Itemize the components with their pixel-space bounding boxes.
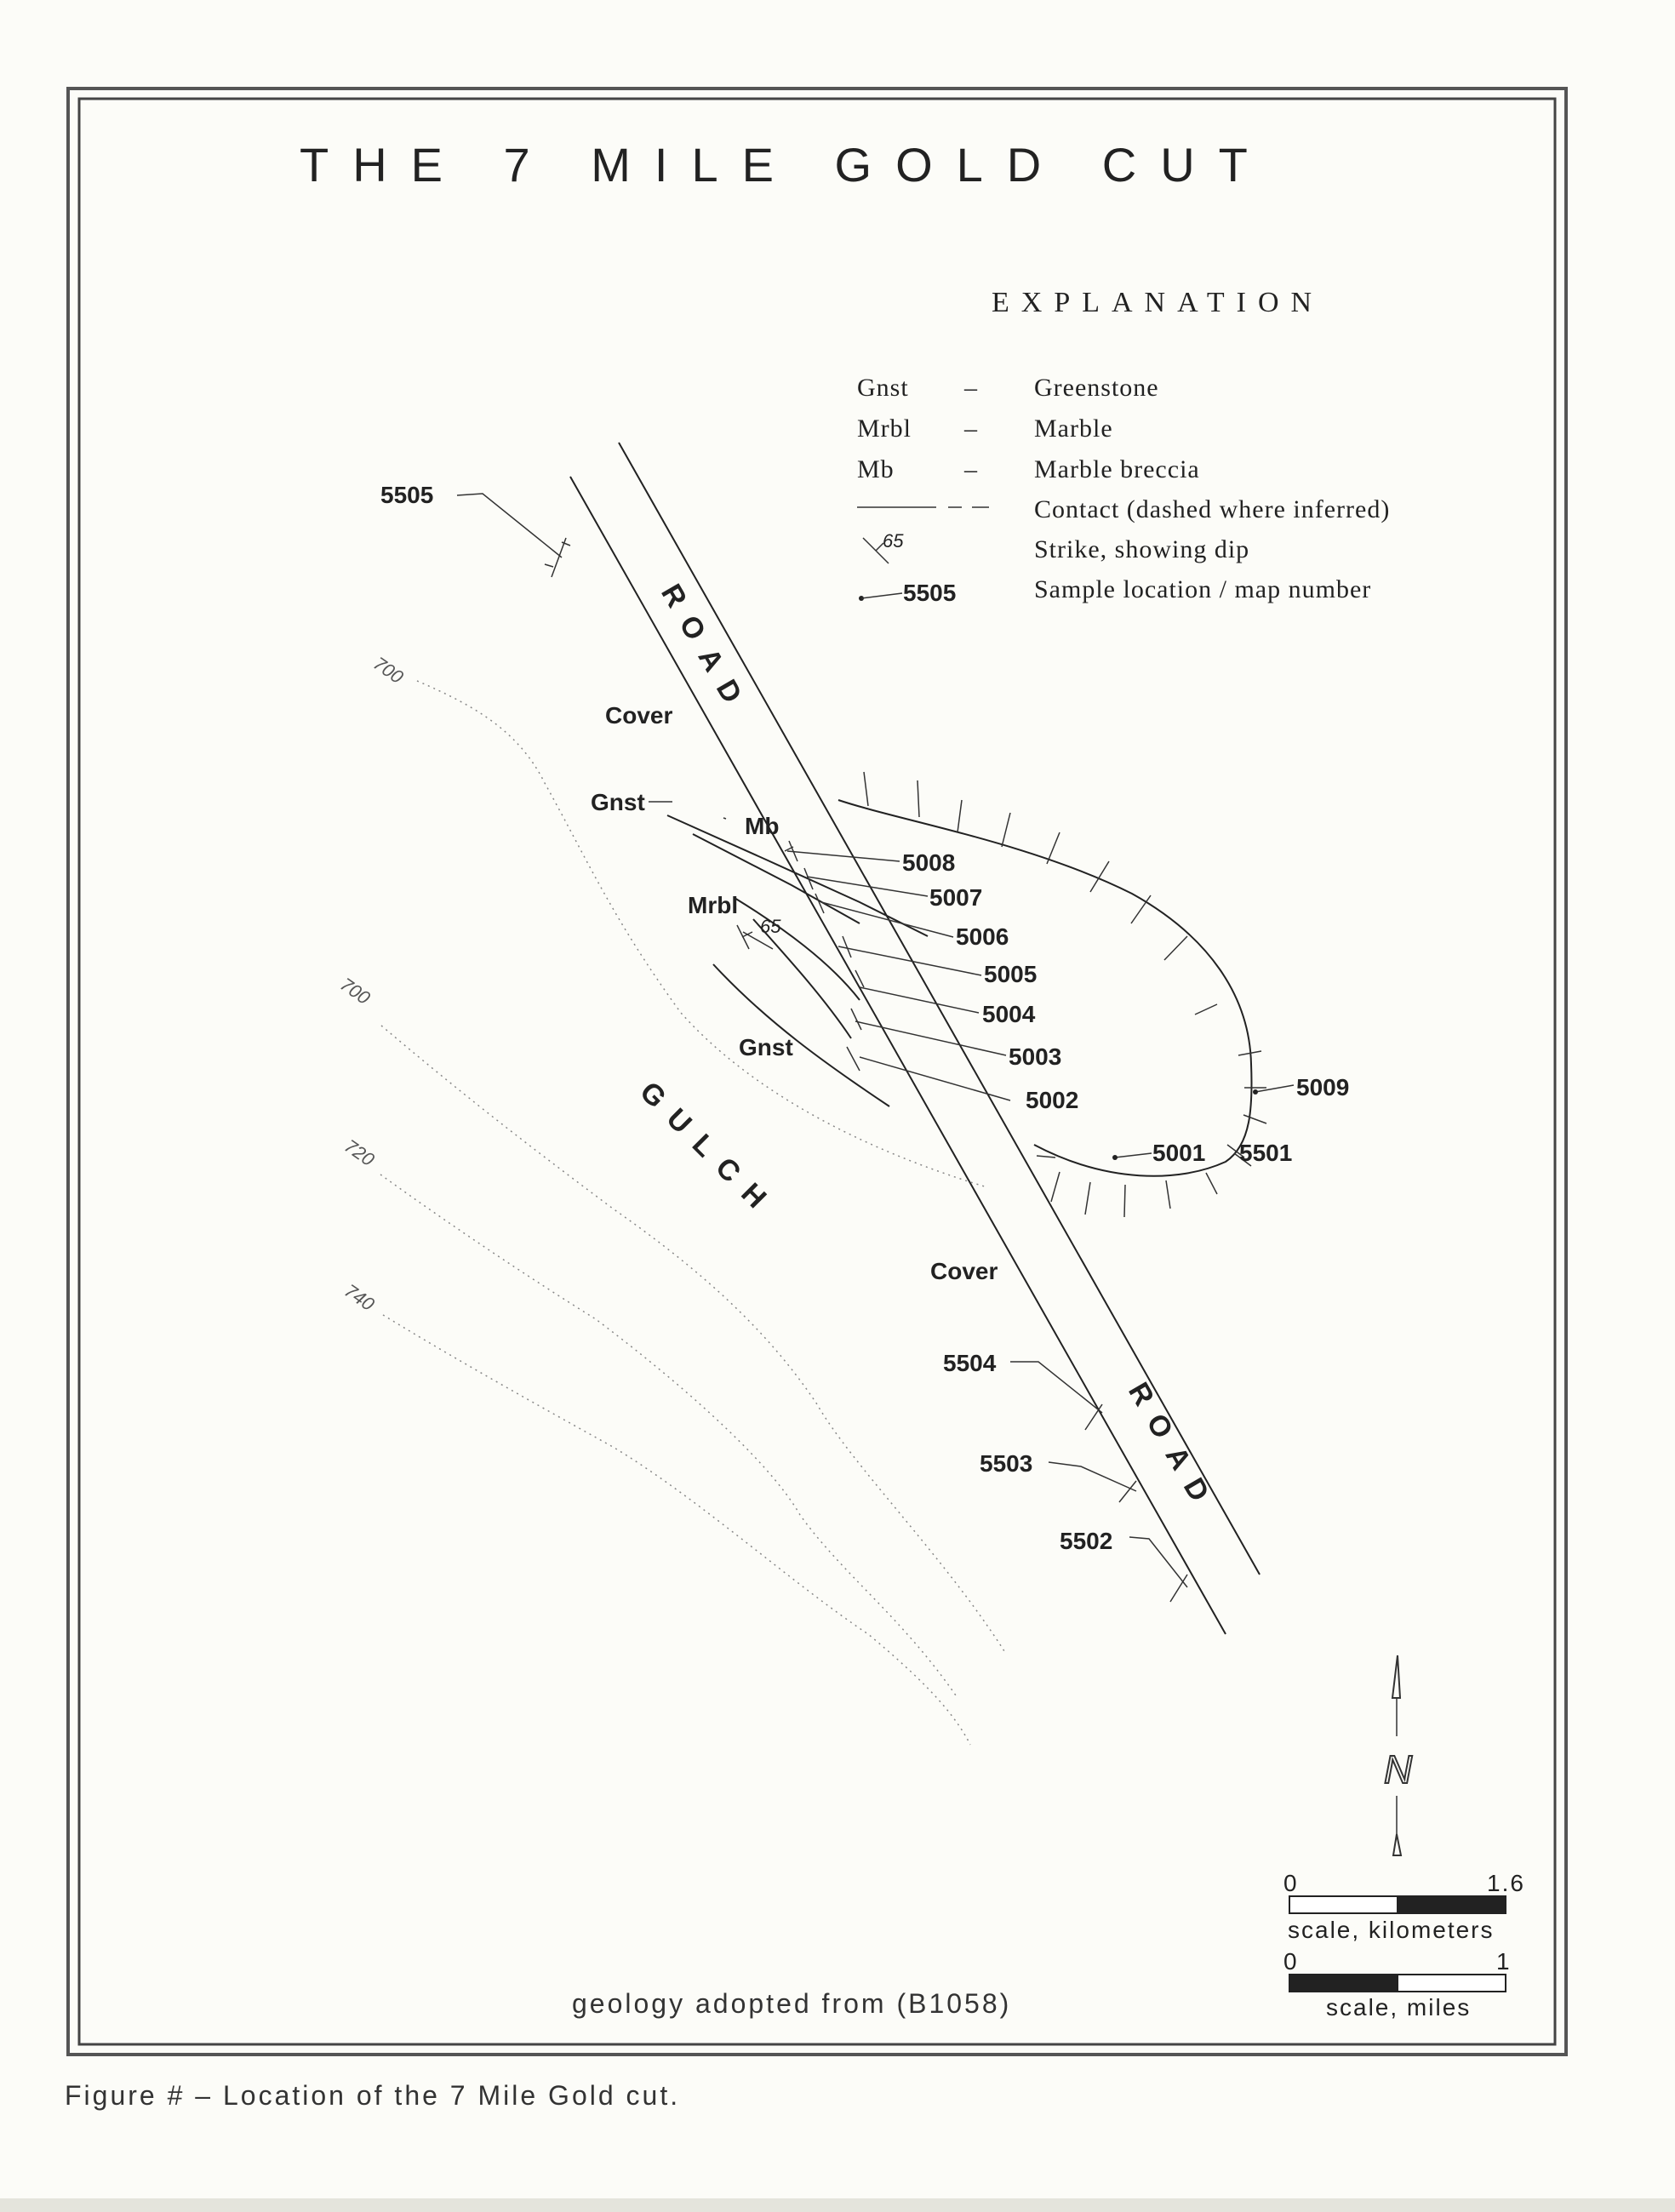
contour-label: 700 (336, 974, 374, 1009)
north-arrow-icon (1391, 1655, 1403, 1856)
sample-5003: 5003 (1009, 1043, 1061, 1070)
sample-5504: 5504 (943, 1350, 997, 1376)
label-mb: Mb (745, 813, 779, 839)
sample-5007: 5007 (929, 884, 982, 911)
sample-5004: 5004 (982, 1001, 1036, 1027)
sample-location-markers (1112, 1089, 1258, 1160)
legend-sample-number: 5505 (903, 580, 956, 606)
topographic-contours (380, 680, 1005, 1746)
sample-5503: 5503 (980, 1450, 1032, 1477)
sample-5006: 5006 (956, 923, 1009, 950)
legend-desc-sample: Sample location / map number (1034, 575, 1371, 603)
explanation-legend: EXPLANATION Gnst – Greenstone Mrbl – Mar… (857, 287, 1390, 606)
scale-mi-label: scale, miles (1326, 1994, 1471, 2021)
sample-5505: 5505 (380, 482, 433, 508)
legend-desc-strike: Strike, showing dip (1034, 535, 1249, 563)
sample-5001: 5001 (1152, 1140, 1205, 1166)
scale-bar-km: 0 1.6 scale, kilometers (1283, 1870, 1525, 1943)
legend-desc-marble-breccia: Marble breccia (1034, 455, 1200, 483)
legend-dip-value: 65 (883, 530, 904, 552)
page-bottom-edge (0, 2198, 1675, 2212)
sample-leaders (456, 493, 1295, 1603)
legend-desc-greenstone: Greenstone (1034, 374, 1159, 402)
sample-5008: 5008 (902, 849, 955, 876)
contour-label: 720 (340, 1135, 379, 1171)
sample-5501: 5501 (1239, 1140, 1292, 1166)
label-gnst-upper: Gnst (591, 789, 645, 815)
road-label-lower: ROAD (1122, 1377, 1223, 1520)
legend-symbol-gnst: Gnst (857, 374, 909, 402)
label-mrbl: Mrbl (688, 892, 738, 918)
label-cover-lower: Cover (930, 1258, 998, 1284)
legend-symbol-mrbl: Mrbl (857, 414, 912, 443)
explanation-heading: EXPLANATION (992, 287, 1323, 318)
scale-km-label: scale, kilometers (1288, 1917, 1495, 1943)
scale-bar-mi: 0 1 scale, miles (1283, 1948, 1512, 2021)
legend-desc-contact: Contact (dashed where inferred) (1034, 495, 1390, 523)
label-gnst-lower: Gnst (739, 1034, 793, 1060)
legend-sample-marker-icon (859, 592, 903, 601)
north-label: N (1384, 1747, 1413, 1792)
legend-symbol-mb: Mb (857, 455, 895, 483)
contour-label: 700 (369, 653, 408, 689)
figure-caption: Figure # – Location of the 7 Mile Gold c… (65, 2080, 680, 2111)
label-cover-upper: Cover (605, 702, 672, 729)
dip-value-label: 65 (760, 916, 781, 937)
scale-km-start: 0 (1283, 1870, 1299, 1896)
road-label-upper: ROAD (655, 579, 756, 722)
legend-dash: – (963, 455, 978, 483)
scale-mi-start: 0 (1283, 1948, 1299, 1975)
sample-5009: 5009 (1296, 1074, 1349, 1100)
legend-dash: – (963, 414, 978, 443)
map-title: THE 7 MILE GOLD CUT (300, 138, 1272, 191)
legend-dash: – (963, 374, 978, 402)
scale-mi-end: 1 (1496, 1948, 1512, 1975)
sample-5002: 5002 (1026, 1087, 1078, 1113)
contour-label: 740 (340, 1280, 379, 1316)
map-frame (66, 87, 1568, 2056)
sample-5005: 5005 (984, 961, 1037, 987)
road-edges (569, 442, 1261, 1635)
label-gulch: GULCH (633, 1076, 783, 1226)
legend-strike-dip-icon (862, 537, 889, 564)
geologic-contacts (666, 814, 929, 1107)
legend-desc-marble: Marble (1034, 414, 1113, 443)
cut-outline (838, 771, 1267, 1218)
geology-credit: geology adopted from (B1058) (572, 1988, 1011, 2019)
sample-numbers: 5505 5008 5007 5006 5005 5004 5003 5002 … (380, 482, 1349, 1554)
scale-km-end: 1.6 (1487, 1870, 1525, 1896)
strike-dip-symbols (736, 840, 865, 1072)
sample-5502: 5502 (1060, 1528, 1112, 1554)
